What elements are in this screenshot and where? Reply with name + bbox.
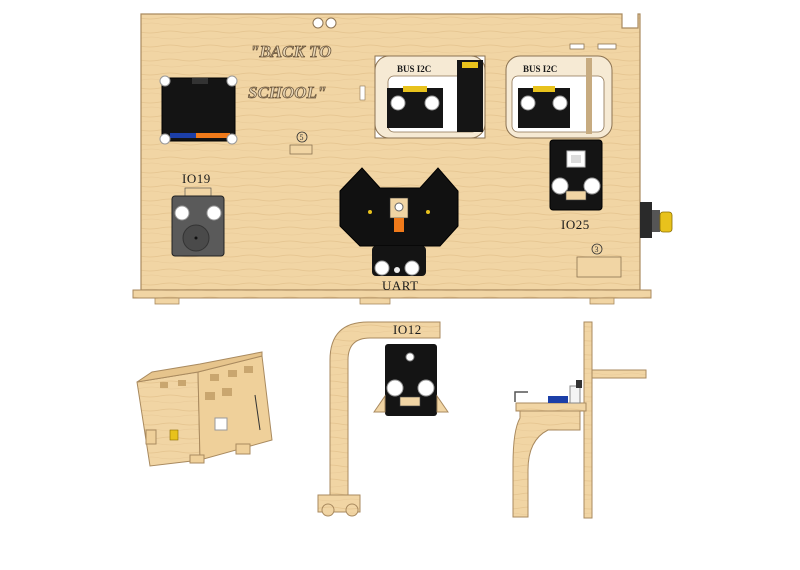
mount-hole <box>312 17 324 29</box>
io25-label: IO25 <box>561 217 590 232</box>
svg-text:3: 3 <box>595 245 599 254</box>
mount-hole <box>325 17 337 29</box>
oled-display-module <box>159 75 238 145</box>
isometric-box-view <box>136 351 273 467</box>
slogan: "BACK TO SCHOOL" <box>248 42 332 103</box>
bus-i2c-right-label: BUS I2C <box>523 64 557 74</box>
marker-3: 3 <box>576 243 622 278</box>
cat-robot-module: UART <box>339 167 459 293</box>
io12-arm-bracket: IO12 <box>317 321 449 517</box>
bus-i2c-window-right: BUS I2C <box>505 55 613 139</box>
slogan-line-1: "BACK TO <box>250 42 331 61</box>
marker-5: 5 <box>289 131 313 155</box>
svg-text:5: 5 <box>300 133 304 142</box>
bus-i2c-window-left: BUS I2C <box>374 55 486 139</box>
io19-label: IO19 <box>182 171 211 186</box>
bus-i2c-left-label: BUS I2C <box>397 64 431 74</box>
uart-label: UART <box>382 278 419 293</box>
side-knob <box>640 202 673 238</box>
slogan-line-2: SCHOOL" <box>248 83 326 102</box>
io25-module: IO25 <box>549 139 603 232</box>
io12-label: IO12 <box>393 322 422 337</box>
io19-module: IO19 <box>171 171 225 257</box>
side-view <box>512 321 647 519</box>
